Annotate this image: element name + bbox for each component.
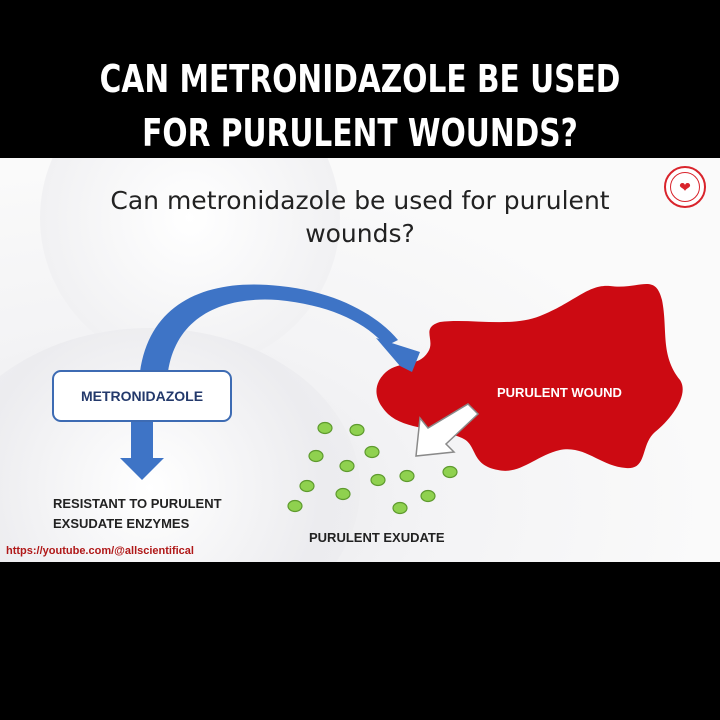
resistance-label: RESISTANT TO PURULENT EXSUDATE ENZYMES (53, 494, 222, 534)
exudate-dots (287, 421, 458, 515)
exudate-dot (364, 445, 380, 459)
slide-panel: Can metronidazole be used for purulent w… (0, 158, 720, 562)
top-banner (0, 0, 720, 158)
slide-title-line-2: wounds? (305, 219, 415, 248)
curved-arrow-shaft (140, 284, 398, 372)
down-arrow-head (120, 458, 164, 480)
exudate-arrow (415, 403, 480, 457)
heart-icon: ❤ (670, 172, 700, 202)
drug-label: METRONIDAZOLE (80, 388, 204, 404)
exudate-dot (299, 479, 315, 493)
down-arrow-shaft (131, 422, 153, 458)
curved-arrow-head (376, 338, 420, 372)
resistance-line-2: EXSUDATE ENZYMES (53, 516, 190, 531)
exudate-dot (287, 499, 303, 513)
exudate-dot (349, 423, 365, 437)
exudate-dot (370, 473, 386, 487)
slide-title-line-1: Can metronidazole be used for purulent (110, 186, 610, 215)
exudate-dot (442, 465, 458, 479)
exudate-label: PURULENT EXUDATE (309, 530, 445, 545)
slide-title: Can metronidazole be used for purulent w… (60, 184, 660, 250)
video-headline: CAN METRONIDAZOLE BE USED FOR PURULENT W… (79, 52, 641, 160)
source-link[interactable]: https://youtube.com/@allscientifical (6, 545, 194, 557)
heart-logo-icon: ❤ (664, 166, 706, 208)
exudate-dot (308, 449, 324, 463)
metronidazole-box: METRONIDAZOLE (52, 370, 232, 422)
exudate-dot (335, 487, 351, 501)
exudate-dot (317, 421, 333, 435)
exudate-dot (392, 501, 408, 515)
wound-label: PURULENT WOUND (497, 385, 622, 400)
exudate-dot (339, 459, 355, 473)
headline-line-1: CAN METRONIDAZOLE BE USED (99, 57, 621, 101)
exudate-dot (420, 489, 436, 503)
resistance-line-1: RESISTANT TO PURULENT (53, 496, 222, 511)
headline-line-2: FOR PURULENT WOUNDS? (142, 111, 578, 155)
exudate-dot (399, 469, 415, 483)
